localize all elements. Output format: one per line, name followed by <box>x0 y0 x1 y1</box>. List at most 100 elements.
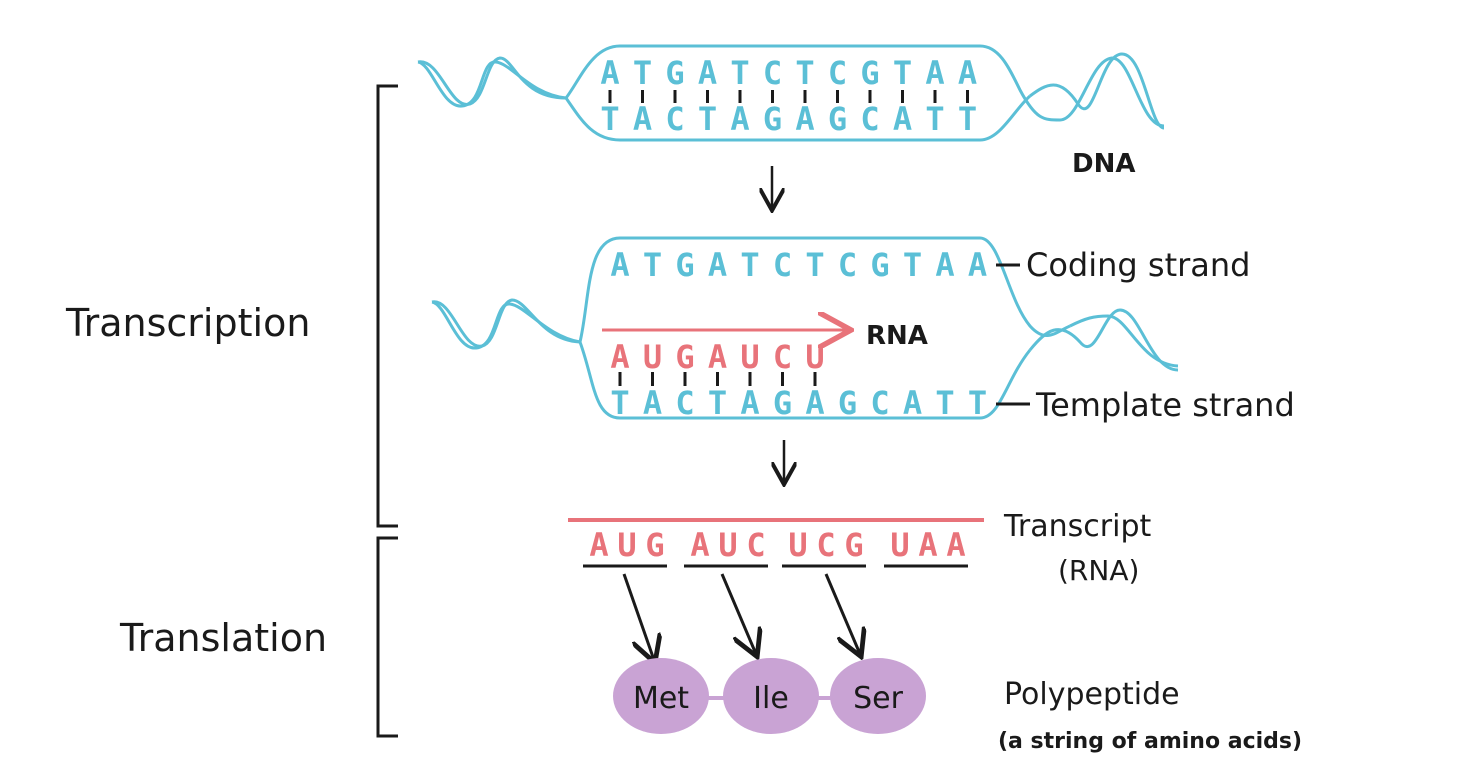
base-letter: T <box>698 100 717 138</box>
base-letter: T <box>600 100 619 138</box>
base-letter: A <box>968 246 987 284</box>
dna-label: DNA <box>1072 149 1135 179</box>
base-letter: G <box>870 246 889 284</box>
rna-base-letter: C <box>773 338 792 376</box>
codon-arrow-3 <box>824 573 860 654</box>
codon-base-letter: C <box>816 526 835 564</box>
rna-base-letter: G <box>675 338 694 376</box>
base-letter: G <box>828 100 847 138</box>
base-letter: T <box>740 246 759 284</box>
transcription-bracket <box>376 84 398 528</box>
dna-open-bubble <box>431 236 1179 420</box>
base-letter: G <box>763 100 782 138</box>
codon-base-letter: A <box>946 526 965 564</box>
base-letter: A <box>935 246 954 284</box>
amino-acid-ile <box>723 658 819 734</box>
rna-label: RNA <box>866 321 928 351</box>
codon-base-letter: A <box>918 526 937 564</box>
base-letter: C <box>773 246 792 284</box>
base-letter: C <box>870 384 889 422</box>
base-letter: A <box>958 54 977 92</box>
coding-strand-label: Coding strand <box>1026 246 1250 284</box>
codon-base-letter: U <box>718 526 737 564</box>
base-letter: A <box>893 100 912 138</box>
polypeptide-note: (a string of amino acids) <box>998 729 1302 754</box>
base-letter: T <box>805 246 824 284</box>
base-letter: A <box>805 384 824 422</box>
translation-bracket <box>376 536 398 738</box>
base-letter: A <box>925 54 944 92</box>
base-letter: A <box>600 54 619 92</box>
base-letter: C <box>675 384 694 422</box>
codon-base-letter: G <box>645 526 664 564</box>
codon-base-letter: C <box>746 526 765 564</box>
rna-base-letter: A <box>708 338 727 376</box>
dna-top-base-pairs <box>608 90 969 103</box>
base-letter: G <box>675 246 694 284</box>
base-letter: T <box>795 54 814 92</box>
base-letter: T <box>610 384 629 422</box>
base-letter: C <box>860 100 879 138</box>
base-letter: T <box>893 54 912 92</box>
polypeptide-label: Polypeptide <box>1004 677 1180 712</box>
base-letter: A <box>633 100 652 138</box>
base-letter: C <box>665 100 684 138</box>
rna-base-letter: A <box>610 338 629 376</box>
base-letter: T <box>633 54 652 92</box>
base-letter: T <box>935 384 954 422</box>
base-letter: C <box>763 54 782 92</box>
codon-arrow-1 <box>622 573 654 660</box>
codon-arrow-2 <box>720 573 756 654</box>
base-letter: G <box>838 384 857 422</box>
base-letter: T <box>708 384 727 422</box>
codon-base-letter: A <box>589 526 608 564</box>
base-letter: A <box>643 384 662 422</box>
transcript-rna-label: (RNA) <box>1058 554 1139 587</box>
codon-base-letter: A <box>690 526 709 564</box>
rna-base-letter: U <box>805 338 824 376</box>
rna-base-letter: U <box>643 338 662 376</box>
codon-base-letter: U <box>788 526 807 564</box>
rna-base-letter: U <box>740 338 759 376</box>
base-letter: A <box>708 246 727 284</box>
base-letter: A <box>740 384 759 422</box>
base-letter: T <box>925 100 944 138</box>
codon-base-letter: U <box>617 526 636 564</box>
base-letter: G <box>773 384 792 422</box>
base-letter: T <box>958 100 977 138</box>
base-letter: T <box>643 246 662 284</box>
amino-acid-ser <box>830 658 926 734</box>
amino-acid-met <box>613 658 709 734</box>
dna-double-helix-top <box>417 44 1165 142</box>
base-letter: A <box>903 384 922 422</box>
base-letter: A <box>795 100 814 138</box>
base-letter: A <box>730 100 749 138</box>
base-letter: A <box>610 246 629 284</box>
base-letter: T <box>903 246 922 284</box>
amino-acid-label: Ser <box>853 681 904 716</box>
translation-arrows <box>622 573 860 660</box>
base-letter: G <box>665 54 684 92</box>
codon-base-letter: U <box>890 526 909 564</box>
amino-acid-label: Met <box>633 681 689 716</box>
base-letter: C <box>828 54 847 92</box>
codon-base-letter: G <box>844 526 863 564</box>
base-letter: T <box>730 54 749 92</box>
template-strand-label: Template strand <box>1035 386 1295 424</box>
translation-label: Translation <box>119 616 327 660</box>
transcript-label: Transcript <box>1003 509 1151 544</box>
transcription-label: Transcription <box>65 301 310 345</box>
base-letter: C <box>838 246 857 284</box>
base-letter: A <box>698 54 717 92</box>
rna-template-pairs <box>618 372 817 386</box>
base-letter: T <box>968 384 987 422</box>
base-letter: G <box>860 54 879 92</box>
